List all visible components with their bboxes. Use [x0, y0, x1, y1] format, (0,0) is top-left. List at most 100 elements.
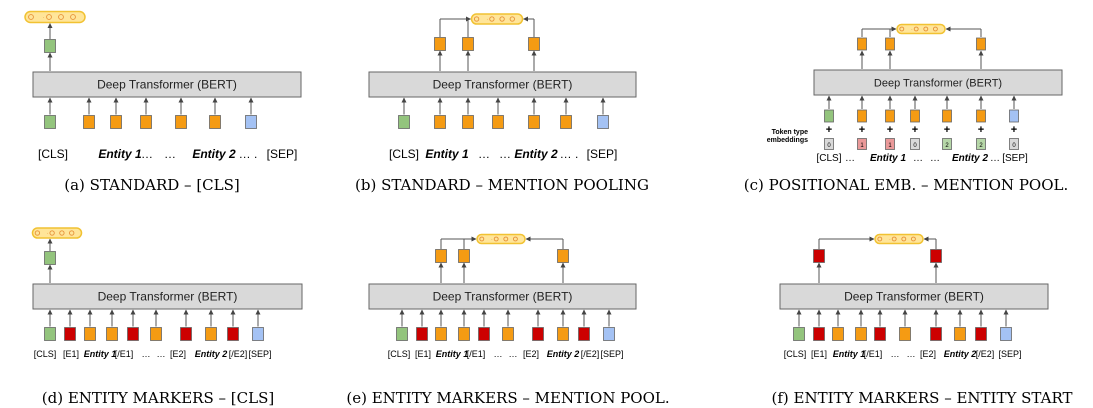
- output-embedding: [930, 249, 942, 263]
- token-type-id: 1: [860, 143, 864, 149]
- token-type-id: 0: [827, 143, 831, 149]
- token-label: [SEP]: [998, 349, 1021, 359]
- vector-dot: [58, 14, 64, 20]
- token-label: Entity 1: [425, 147, 469, 161]
- token-label: [CLS]: [816, 153, 841, 164]
- token-label: [/E2]: [229, 349, 248, 359]
- input-token-embedding: [597, 115, 609, 129]
- vector-dot: [901, 236, 907, 242]
- input-token-embedding: [44, 115, 56, 129]
- vector-dot: [479, 236, 485, 242]
- token-label: [E1]: [415, 349, 431, 359]
- input-token-embedding: [64, 327, 76, 341]
- vector-dot: [473, 16, 480, 22]
- token-label: Entity 1: [870, 153, 907, 164]
- vector-dot: [913, 26, 919, 32]
- vector-dot: [70, 14, 76, 20]
- input-token-embedding: [205, 327, 217, 341]
- output-embedding: [557, 249, 569, 263]
- output-embedding: [44, 251, 56, 265]
- token-label: Entity 1: [833, 349, 866, 359]
- input-token-embedding: [84, 327, 96, 341]
- panel-caption: (f) ENTITY MARKERS – ENTITY START: [772, 389, 1073, 407]
- pooled-vector: [874, 233, 924, 245]
- svg-text:Token type: Token type: [772, 129, 809, 136]
- token-label: [/E2]: [581, 349, 600, 359]
- vector-dot: [49, 230, 55, 236]
- token-label: Entity 2: [944, 349, 977, 359]
- token-type-embedding: [910, 138, 920, 150]
- token-label: …: [913, 153, 923, 164]
- token-label: …: [141, 147, 153, 161]
- vector-dot: [899, 26, 905, 32]
- token-type-embedding: [824, 138, 834, 150]
- token-label: …: [891, 349, 900, 359]
- input-token-embedding: [106, 327, 118, 341]
- vector-dot: [891, 236, 897, 242]
- vector-dot: [910, 236, 916, 242]
- vector-dot: [932, 26, 938, 32]
- output-embedding: [885, 37, 895, 51]
- token-label: [SEP]: [248, 349, 271, 359]
- vector-dot: [923, 26, 929, 32]
- token-label: [CLS]: [389, 147, 419, 161]
- input-token-embedding: [502, 327, 514, 341]
- input-token-embedding: [528, 115, 540, 129]
- token-type-id: 0: [1012, 143, 1016, 149]
- token-label: Entity 1: [98, 147, 142, 161]
- vector-dot: [499, 16, 505, 22]
- panel-caption: (c) POSITIONAL EMB. – MENTION POOL.: [744, 176, 1069, 194]
- input-token-embedding: [954, 327, 966, 341]
- token-type-id: 2: [979, 143, 983, 149]
- plus-icon: +: [859, 124, 865, 136]
- input-token-embedding: [209, 115, 221, 129]
- vector-dot: [28, 14, 34, 20]
- token-label: … .: [560, 147, 579, 161]
- token-label: [E1]: [811, 349, 827, 359]
- input-token-embedding: [885, 109, 895, 123]
- token-label: …: [845, 153, 855, 164]
- input-token-embedding: [416, 327, 428, 341]
- panel-caption: (a) STANDARD – [CLS]: [64, 176, 239, 194]
- panel-caption: (d) ENTITY MARKERS – [CLS]: [42, 389, 274, 407]
- input-token-embedding: [398, 115, 410, 129]
- transformer-label: Deep Transformer (BERT): [874, 78, 1002, 90]
- token-label: Entity 2: [195, 349, 228, 359]
- input-token-embedding: [976, 109, 986, 123]
- vector-ellipsis: ·: [47, 231, 49, 237]
- token-label: …: [499, 147, 511, 161]
- vector-dot: [489, 16, 495, 22]
- token-label: [CLS]: [38, 147, 68, 161]
- input-token-embedding: [793, 327, 805, 341]
- svg-text:embeddings: embeddings: [767, 137, 808, 144]
- plus-icon: +: [887, 124, 893, 136]
- vector-ellipsis: ·: [43, 15, 45, 21]
- output-embedding: [462, 37, 474, 51]
- output-embedding: [435, 249, 447, 263]
- token-label: …: [509, 349, 518, 359]
- token-label: [/E2]: [976, 349, 995, 359]
- vector-ellipsis: ·: [491, 237, 493, 243]
- token-type-embedding: [942, 138, 952, 150]
- input-token-embedding: [975, 327, 987, 341]
- token-label: [SEP]: [267, 147, 298, 161]
- token-label: [/E1]: [115, 349, 134, 359]
- output-embedding: [857, 37, 867, 51]
- pooled-vector: [24, 10, 86, 24]
- transformer-box: [368, 71, 637, 98]
- input-token-embedding: [832, 327, 844, 341]
- transformer-box: [368, 283, 637, 310]
- transformer-label: Deep Transformer (BERT): [844, 290, 984, 304]
- plus-icon: +: [1011, 124, 1017, 136]
- input-token-embedding: [140, 115, 152, 129]
- vector-ellipsis: ·: [486, 17, 488, 23]
- token-label: [CLS]: [388, 349, 411, 359]
- output-embedding: [813, 249, 825, 263]
- input-token-embedding: [1000, 327, 1012, 341]
- input-token-embedding: [435, 327, 447, 341]
- input-token-embedding: [603, 327, 615, 341]
- input-token-embedding: [560, 115, 572, 129]
- input-token-embedding: [150, 327, 162, 341]
- token-type-id: 0: [913, 143, 917, 149]
